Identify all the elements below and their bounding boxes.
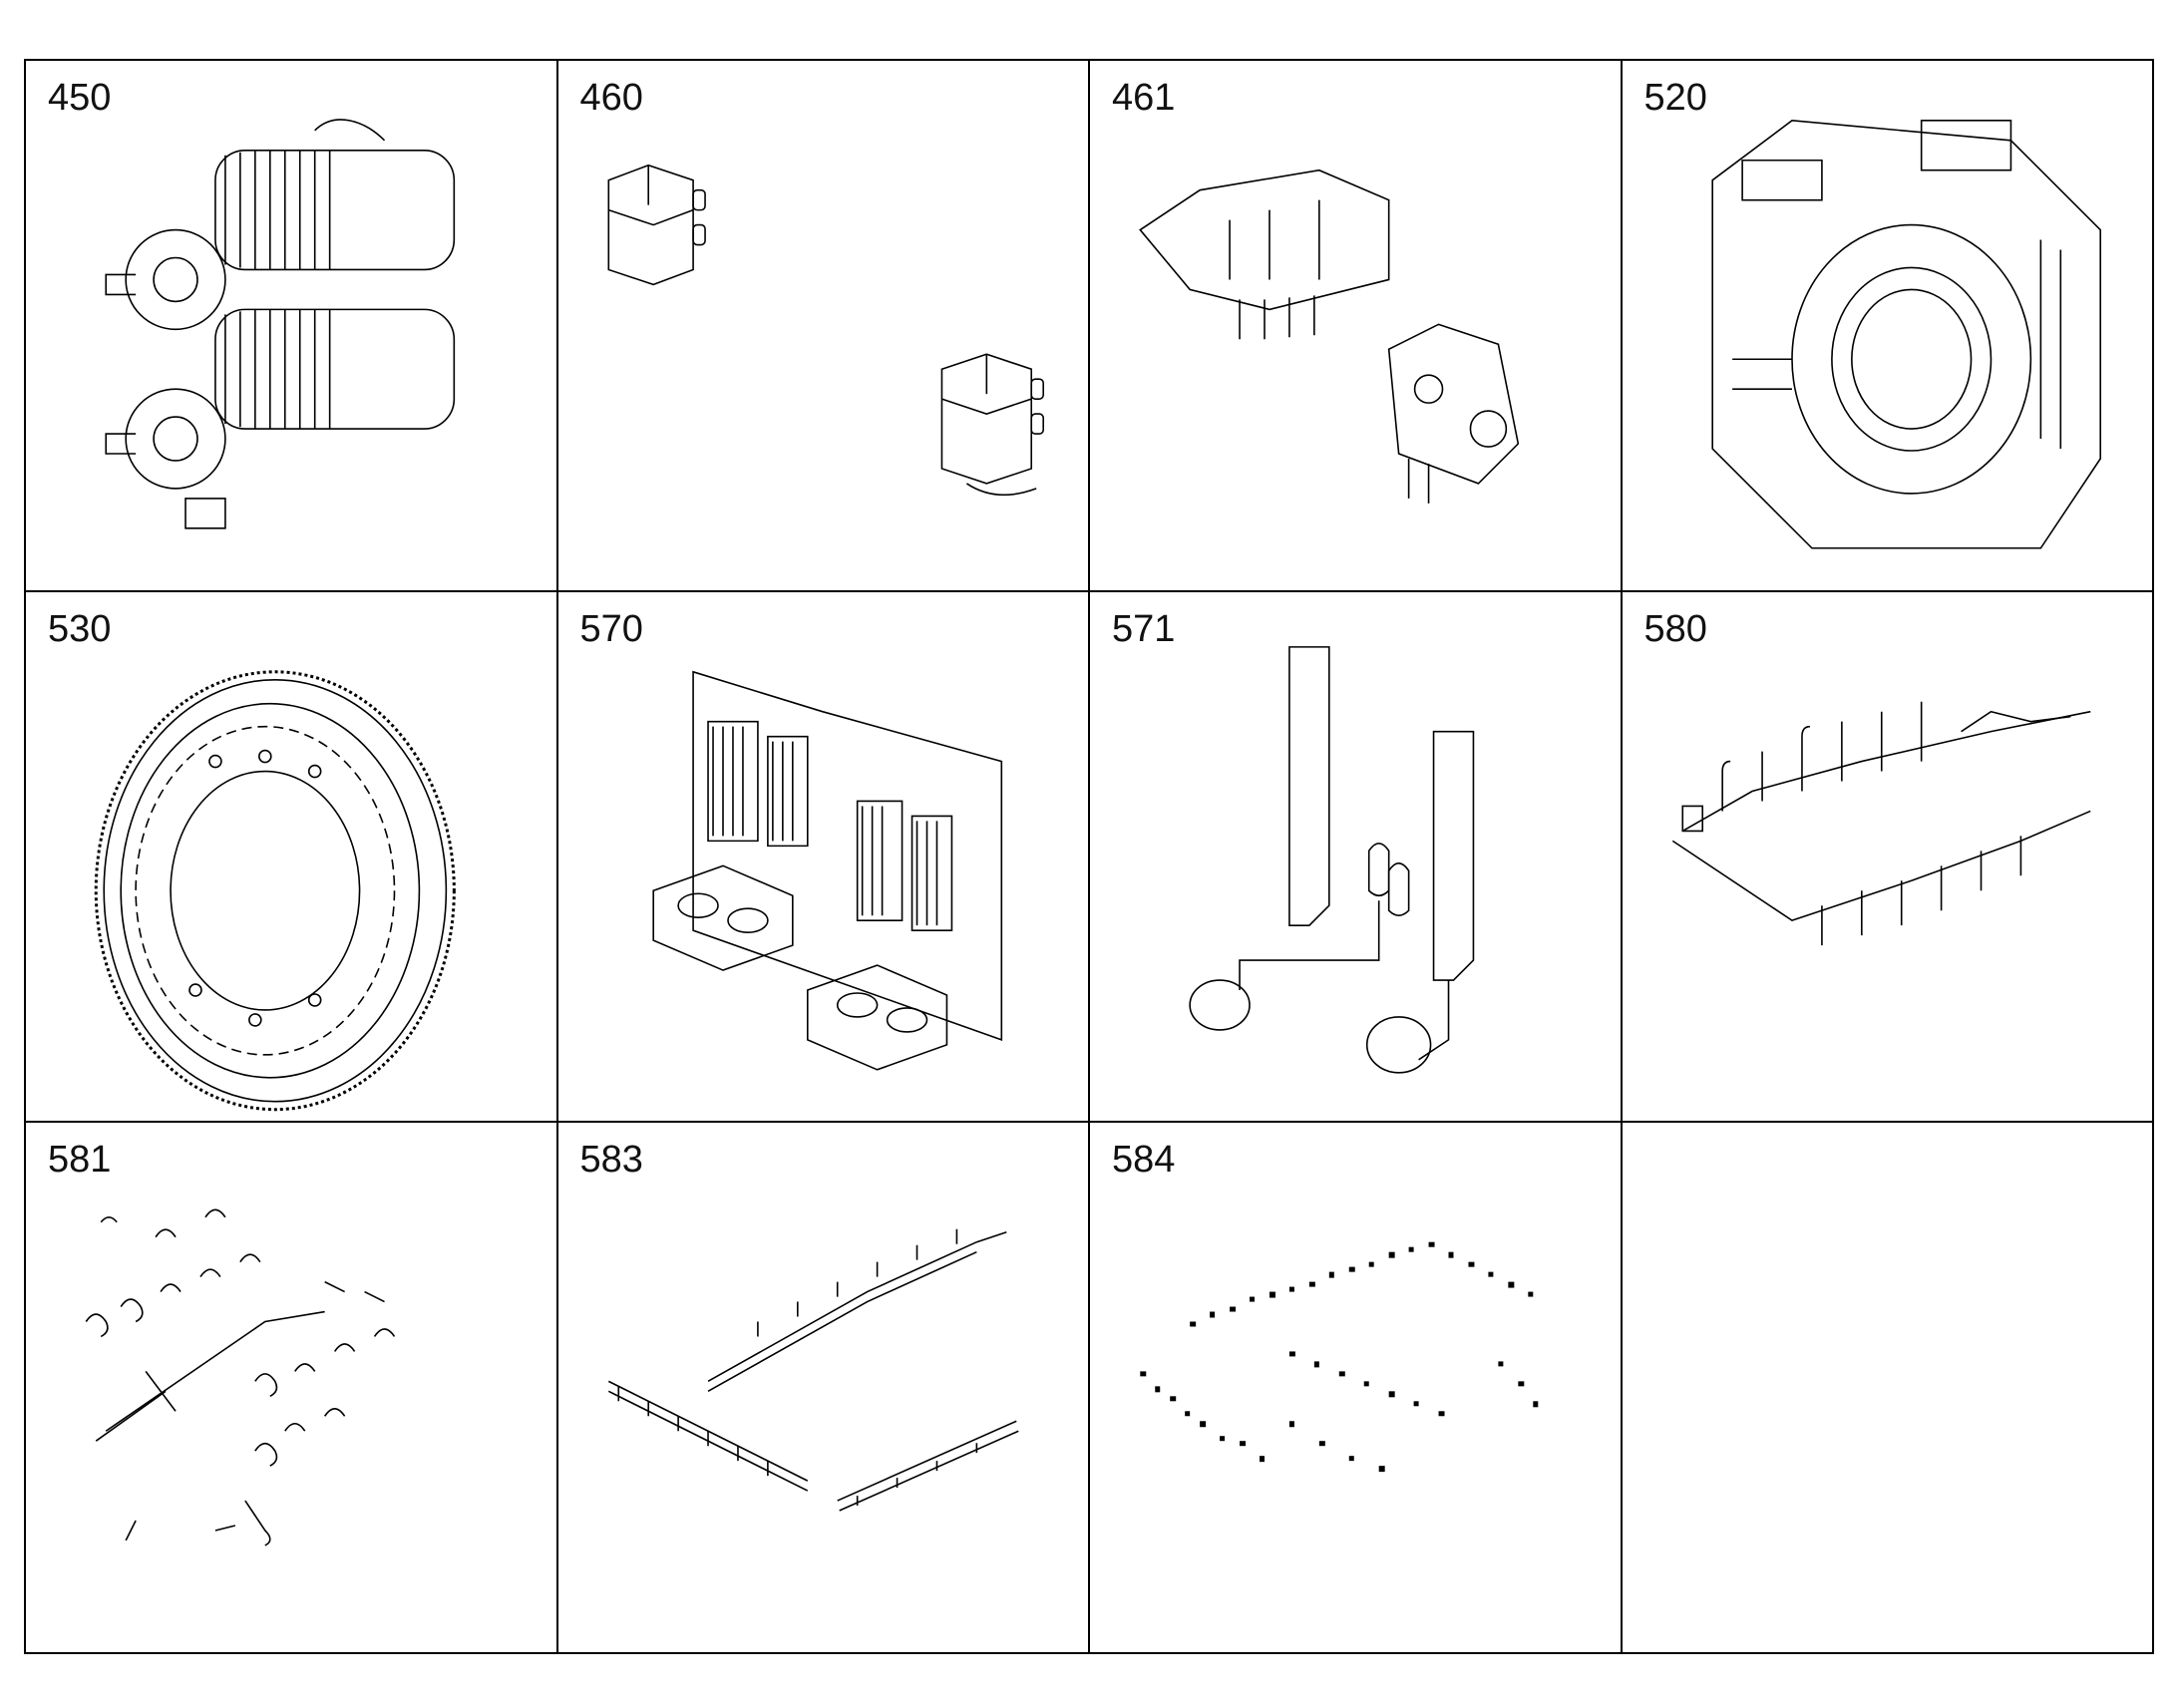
parts-grid: 450 460 [24, 59, 2154, 1654]
part-cell-520[interactable]: 520 [1622, 61, 2154, 592]
part-number: 571 [1112, 607, 1176, 650]
part-cell-571[interactable]: 571 [1090, 591, 1623, 1124]
part-number: 584 [1112, 1139, 1176, 1182]
part-number: 450 [48, 77, 112, 119]
control-unit-icon [558, 592, 1089, 1122]
starter-motors-icon [26, 61, 556, 590]
part-cell-530[interactable]: 530 [26, 591, 558, 1124]
part-number: 570 [579, 607, 643, 650]
flywheel-housing-icon [1623, 61, 2153, 590]
part-cell-460[interactable]: 460 [557, 61, 1090, 592]
part-number: 580 [1643, 607, 1707, 650]
sensor-brackets-icon [1090, 592, 1621, 1122]
harness-clips-icon [1140, 1242, 1539, 1473]
wiring-harness-icon [1623, 592, 2153, 1122]
part-cell-581[interactable]: 581 [26, 1123, 558, 1654]
part-cell-583[interactable]: 583 [557, 1123, 1090, 1654]
part-number: 583 [579, 1139, 643, 1182]
empty-cell [1622, 1123, 2154, 1654]
part-number: 461 [1112, 77, 1176, 119]
wiring-harness-parts-icon [26, 1123, 556, 1652]
part-cell-570[interactable]: 570 [557, 591, 1090, 1124]
part-cell-450[interactable]: 450 [26, 61, 558, 592]
flywheel-icon [26, 592, 556, 1122]
part-number: 460 [579, 77, 643, 119]
harness-rails-icon [558, 1123, 1089, 1652]
mounting-brackets-icon [558, 61, 1089, 590]
engine-mount-brackets-icon [1090, 61, 1621, 590]
part-number: 530 [48, 607, 112, 650]
part-cell-580[interactable]: 580 [1622, 591, 2154, 1124]
part-cell-584[interactable]: 584 [1090, 1123, 1623, 1654]
part-cell-461[interactable]: 461 [1090, 61, 1623, 592]
part-number: 520 [1643, 77, 1707, 119]
part-number: 581 [48, 1139, 112, 1182]
